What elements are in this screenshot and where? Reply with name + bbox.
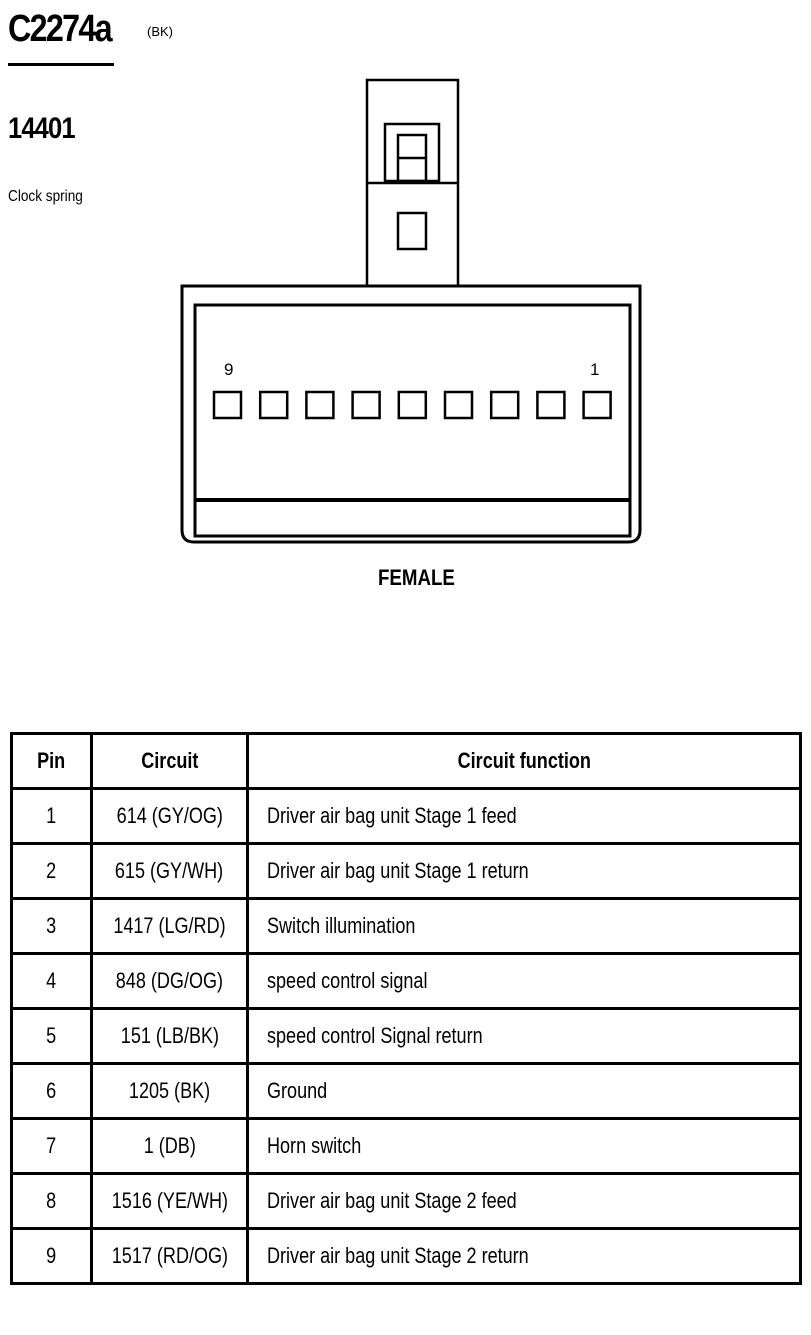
pin-cavity (582, 390, 612, 420)
header-circuit-function: Circuit function (246, 732, 802, 790)
pin-cell: 3 (10, 897, 93, 955)
function-cell: Ground (246, 1062, 802, 1120)
circuit-cell: 151 (LB/BK) (90, 1007, 249, 1065)
pin-cavity (305, 390, 335, 420)
female-label: FEMALE (378, 565, 455, 590)
function-cell: Horn switch (246, 1117, 802, 1175)
pin-cavity (351, 390, 381, 420)
circuit-cell: 614 (GY/OG) (90, 787, 249, 845)
title-underline (8, 63, 114, 66)
pin-cavity (397, 390, 428, 420)
pin-cell: 7 (10, 1117, 93, 1175)
pin-cavity (443, 390, 474, 420)
header-circuit: Circuit (90, 732, 249, 790)
circuit-cell: 1417 (LG/RD) (90, 897, 249, 955)
connector-id: C2274a (8, 8, 113, 50)
circuit-cell: 1 (DB) (90, 1117, 249, 1175)
circuit-cell: 1205 (BK) (90, 1062, 249, 1120)
circuit-cell: 615 (GY/WH) (90, 842, 249, 900)
pin-cavities (212, 390, 612, 420)
connector-drawing (180, 78, 642, 544)
pin-cell: 2 (10, 842, 93, 900)
table-header-row: Pin Circuit Circuit function (10, 732, 802, 790)
pin-cavity (212, 390, 243, 420)
function-cell: Driver air bag unit Stage 2 feed (246, 1172, 802, 1230)
pin-cell: 6 (10, 1062, 93, 1120)
pin-label-right: 1 (590, 360, 600, 379)
header-pin: Pin (10, 732, 93, 790)
function-cell: Switch illumination (246, 897, 802, 955)
circuit-cell: 1517 (RD/OG) (90, 1227, 249, 1285)
pin-cell: 9 (10, 1227, 93, 1285)
circuit-cell: 848 (DG/OG) (90, 952, 249, 1010)
function-cell: Driver air bag unit Stage 1 feed (246, 787, 802, 845)
pin-cavity (258, 390, 289, 420)
pin-label-left: 9 (224, 360, 234, 379)
function-cell: Driver air bag unit Stage 2 return (246, 1227, 802, 1285)
connector-lock-tab (365, 78, 460, 288)
pin-cell: 5 (10, 1007, 93, 1065)
pin-cell: 1 (10, 787, 93, 845)
pin-cavity (536, 390, 566, 420)
connector-color: (BK) (147, 24, 173, 39)
function-cell: Driver air bag unit Stage 1 return (246, 842, 802, 900)
pin-cell: 8 (10, 1172, 93, 1230)
part-number: 14401 (8, 112, 76, 145)
function-cell: speed control signal (246, 952, 802, 1010)
pin-cavity (489, 390, 520, 420)
circuit-cell: 1516 (YE/WH) (90, 1172, 249, 1230)
part-name: Clock spring (8, 188, 83, 205)
function-cell: speed control Signal return (246, 1007, 802, 1065)
pin-cell: 4 (10, 952, 93, 1010)
connector-housing (180, 284, 642, 544)
